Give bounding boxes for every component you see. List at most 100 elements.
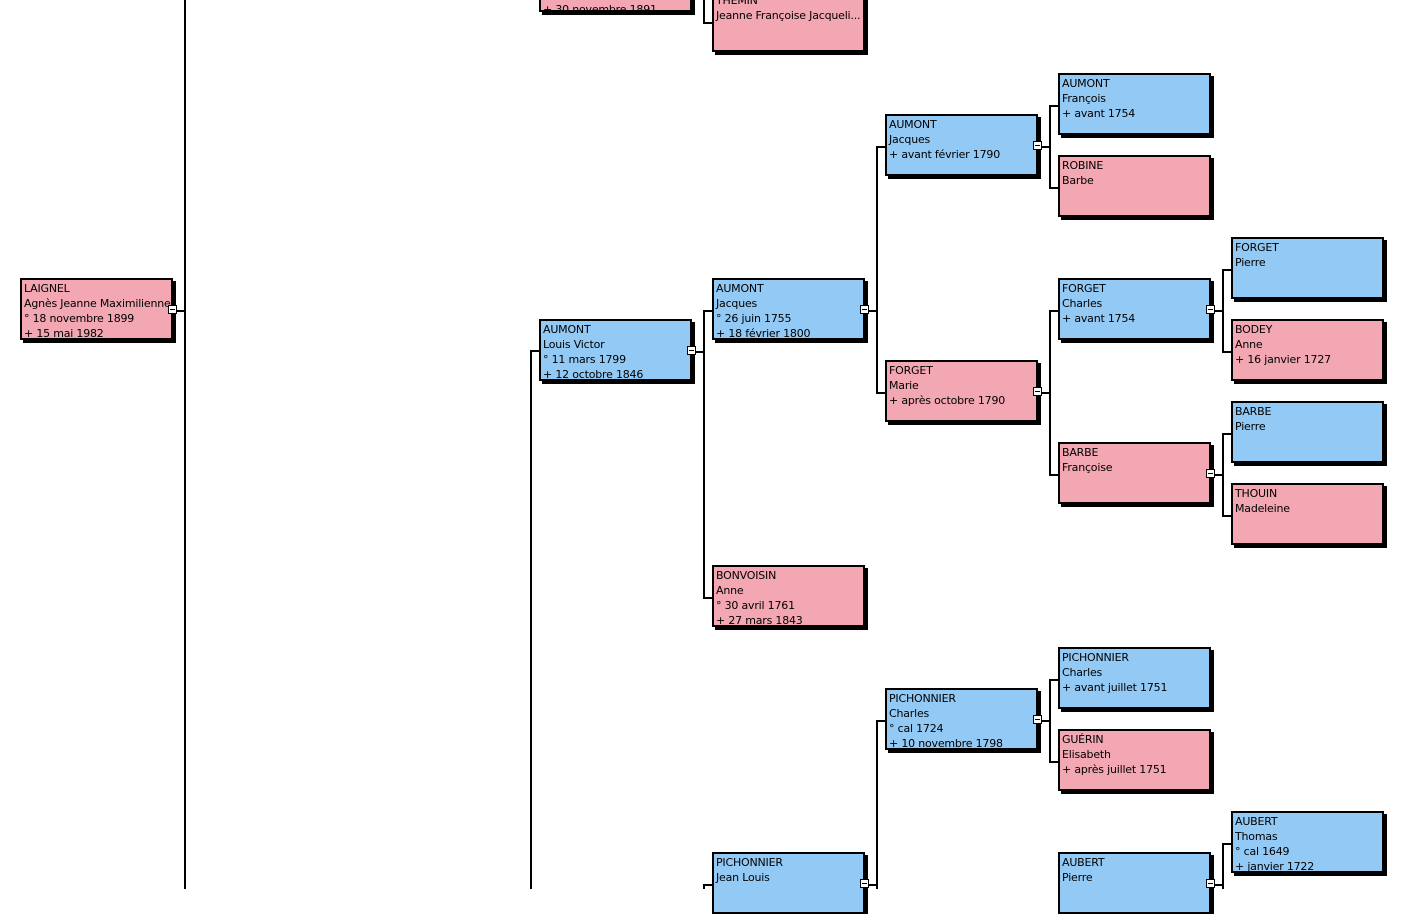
person-surname: THOUIN xyxy=(1235,487,1277,500)
person-surname: FORGET xyxy=(1062,282,1106,295)
person-given-names: Anne xyxy=(716,584,744,597)
connector-line xyxy=(876,146,886,148)
person-card[interactable]: THOUIN Madeleine xyxy=(1231,483,1384,545)
person-given-names: Madeleine xyxy=(1235,502,1290,515)
connector-line xyxy=(1222,843,1224,889)
person-death: + 27 mars 1843 xyxy=(716,614,803,627)
connector-line xyxy=(1222,433,1232,435)
person-surname: LAIGNEL xyxy=(24,282,70,295)
person-surname: PICHONNIER xyxy=(889,692,956,705)
connector-line xyxy=(693,351,704,353)
person-birth: ° 30 avril 1761 xyxy=(716,599,795,612)
connector-line xyxy=(1049,474,1059,476)
person-birth: ° 18 novembre 1899 xyxy=(24,312,135,325)
person-card[interactable]: LAIGNEL Agnès Jeanne Maximilienne ° 18 nov… xyxy=(20,278,173,340)
person-card[interactable]: PICHONNIER Jean Louis xyxy=(712,852,865,914)
person-surname: AUBERT xyxy=(1062,856,1105,869)
person-death: + 16 janvier 1727 xyxy=(1235,353,1331,366)
person-given-names: Jean Louis xyxy=(716,871,770,884)
person-card[interactable]: FORGET Pierre xyxy=(1231,237,1384,299)
connector-line xyxy=(703,310,713,312)
person-card[interactable]: BODEY Anne + 16 janvier 1727 xyxy=(1231,319,1384,381)
person-given-names: Jacques xyxy=(716,297,758,310)
collapse-toggle-icon[interactable] xyxy=(1206,469,1215,478)
person-death: + après octobre 1790 xyxy=(889,394,1006,407)
person-given-names: Louis Victor xyxy=(543,338,605,351)
person-surname: AUMONT xyxy=(1062,77,1110,90)
person-given-names: Charles xyxy=(1062,666,1103,679)
connector-line xyxy=(866,884,877,886)
person-surname: GUÉRIN xyxy=(1062,733,1104,746)
person-death: + 10 novembre 1798 xyxy=(889,737,1003,750)
connector-line xyxy=(1212,884,1223,886)
collapse-toggle-icon[interactable] xyxy=(1206,305,1215,314)
connector-line xyxy=(876,146,878,394)
connector-line xyxy=(1049,105,1059,107)
connector-line xyxy=(184,0,186,889)
person-card[interactable]: BARBE Françoise xyxy=(1058,442,1211,504)
person-given-names: Thomas xyxy=(1235,830,1278,843)
connector-line xyxy=(703,310,705,599)
connector-line xyxy=(1222,269,1232,271)
collapse-toggle-icon[interactable] xyxy=(1033,387,1042,396)
person-given-names: Marie xyxy=(889,379,919,392)
collapse-toggle-icon[interactable] xyxy=(1033,141,1042,150)
person-surname: PICHONNIER xyxy=(1062,651,1129,664)
person-surname: FORGET xyxy=(889,364,933,377)
person-card[interactable]: FORGET Charles + avant 1754 xyxy=(1058,278,1211,340)
collapse-toggle-icon[interactable] xyxy=(1033,715,1042,724)
person-death: + avant février 1790 xyxy=(889,148,1000,161)
person-given-names: Barbe xyxy=(1062,174,1094,187)
connector-line xyxy=(1212,474,1223,476)
person-death: + 15 mai 1982 xyxy=(24,327,104,340)
person-given-names: Agnès Jeanne Maximilienne xyxy=(24,297,171,310)
collapse-toggle-icon[interactable] xyxy=(687,346,696,355)
collapse-toggle-icon[interactable] xyxy=(860,305,869,314)
person-card[interactable]: FORGET Marie + après octobre 1790 xyxy=(885,360,1038,422)
person-death: + 18 février 1800 xyxy=(716,327,811,340)
person-given-names: François xyxy=(1062,92,1106,105)
connector-line xyxy=(173,310,185,312)
person-birth: ° cal 1724 xyxy=(889,722,944,735)
person-surname: AUBERT xyxy=(1235,815,1278,828)
person-given-names: Jacques xyxy=(889,133,931,146)
person-surname: BARBE xyxy=(1062,446,1099,459)
person-given-names: Pierre xyxy=(1235,256,1266,269)
person-card[interactable]: + 30 novembre 1891 xyxy=(539,0,692,12)
person-surname: FORGET xyxy=(1235,241,1279,254)
connector-line xyxy=(1222,351,1232,353)
connector-line xyxy=(703,0,705,24)
person-surname: BODEY xyxy=(1235,323,1273,336)
connector-line xyxy=(1039,146,1050,148)
person-death: + 12 octobre 1846 xyxy=(543,368,644,381)
connector-line xyxy=(1049,679,1059,681)
connector-line xyxy=(876,720,886,722)
connector-line xyxy=(1222,515,1232,517)
connector-line xyxy=(866,310,877,312)
connector-line xyxy=(1222,269,1224,353)
person-given-names: Françoise xyxy=(1062,461,1113,474)
collapse-toggle-icon[interactable] xyxy=(168,305,177,314)
person-death: + avant 1754 xyxy=(1062,312,1136,325)
person-given-names: Anne xyxy=(1235,338,1263,351)
person-surname: PICHONNIER xyxy=(716,856,783,869)
person-given-names: Pierre xyxy=(1235,420,1266,433)
person-given-names: Charles xyxy=(1062,297,1103,310)
person-card[interactable]: AUMONT François + avant 1754 xyxy=(1058,73,1211,135)
connector-line xyxy=(1049,679,1051,763)
person-death: + avant 1754 xyxy=(1062,107,1136,120)
connector-line xyxy=(876,392,886,394)
connector-line xyxy=(530,350,532,889)
